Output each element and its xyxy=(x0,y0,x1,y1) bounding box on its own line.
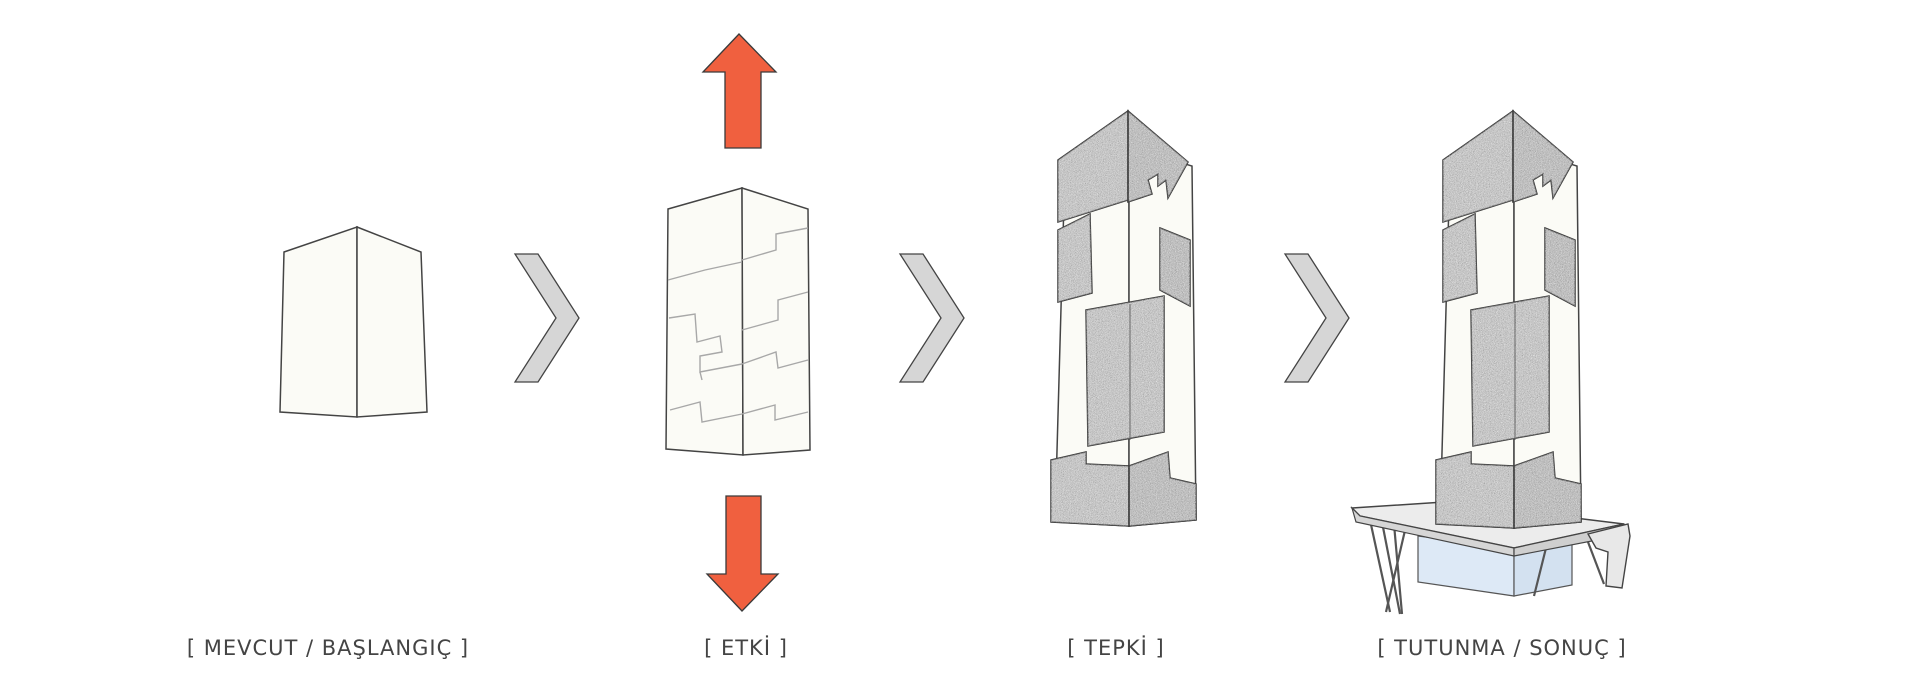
tower-on-platform-icon xyxy=(1350,109,1631,615)
plain-block-icon xyxy=(279,225,428,418)
arrow-up-icon xyxy=(701,33,778,149)
cracked-block-icon xyxy=(665,186,811,456)
stage-caption-tepki: [ TEPKİ ] xyxy=(1067,636,1165,660)
chevron-right-icon xyxy=(898,253,965,383)
arrow-down-icon xyxy=(705,495,780,612)
chevron-right-icon xyxy=(1283,253,1350,383)
chevron-right-icon xyxy=(513,253,580,383)
clad-tower-icon xyxy=(1050,109,1197,527)
stage-caption-tutunma: [ TUTUNMA / SONUÇ ] xyxy=(1377,636,1627,660)
stage-caption-mevcut: [ MEVCUT / BAŞLANGIÇ ] xyxy=(186,636,470,660)
stage-caption-etki: [ ETKİ ] xyxy=(704,636,788,660)
